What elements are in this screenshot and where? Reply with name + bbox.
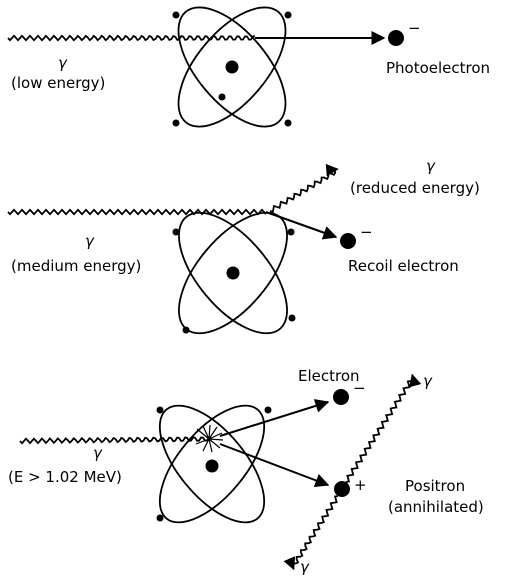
- scattered-gamma-symbol: γ: [426, 157, 436, 175]
- orbital-electron: [183, 327, 190, 334]
- gamma-symbol: γ: [58, 54, 68, 72]
- scattered-gamma-wave: [270, 169, 338, 212]
- photoelectron-label: Photoelectron: [386, 59, 490, 77]
- recoil-electron-charge: −: [360, 223, 373, 241]
- incident-energy-label: (low energy): [11, 74, 105, 92]
- incident-energy-label: (E > 1.02 MeV): [8, 468, 122, 486]
- orbital-electron: [157, 515, 164, 522]
- positron-label: Positron: [405, 477, 465, 495]
- atom-1: [159, 0, 305, 145]
- photoelectron-charge: −: [408, 19, 421, 37]
- incident-gamma-wave: [8, 210, 266, 214]
- orbital-electron: [173, 120, 180, 127]
- pair-electron: [333, 389, 349, 405]
- positron-annihilated-label: (annihilated): [388, 498, 484, 516]
- gamma-symbol: γ: [93, 444, 103, 462]
- positron-path-arrow: [220, 444, 328, 485]
- orbital-electron: [285, 12, 292, 19]
- photoelectron: [388, 30, 404, 46]
- recoil-electron-label: Recoil electron: [348, 257, 459, 275]
- panel-pair-production: − + γ (E > 1.02 MeV) Electron γ γ Positr…: [8, 367, 484, 576]
- orbital-electron: [288, 229, 295, 236]
- orbital-electron: [219, 94, 226, 101]
- gamma-symbol: γ: [85, 232, 95, 250]
- annihilation-gamma-up-symbol: γ: [423, 372, 433, 390]
- nucleus: [206, 460, 219, 473]
- nucleus: [226, 61, 239, 74]
- scattered-energy-label: (reduced energy): [350, 179, 480, 197]
- annihilation-gamma-down-symbol: γ: [300, 558, 310, 576]
- orbital-electron: [265, 407, 272, 414]
- recoil-electron: [340, 233, 356, 249]
- incident-energy-label: (medium energy): [11, 257, 141, 275]
- incident-gamma-wave: [8, 36, 255, 40]
- panel-compton: − γ (medium energy) γ (reduced energy) R…: [8, 157, 480, 351]
- orbital-electron: [173, 12, 180, 19]
- orbital-electron: [289, 315, 296, 322]
- panel-photoelectric: − γ (low energy) Photoelectron: [8, 0, 490, 145]
- orbital-electron: [173, 229, 180, 236]
- atom-3: [141, 388, 283, 539]
- positron: [334, 481, 350, 497]
- electron-label: Electron: [298, 367, 360, 385]
- recoil-electron-path-arrow: [266, 212, 336, 237]
- orbital-electron: [157, 407, 164, 414]
- nucleus: [227, 267, 240, 280]
- positron-charge: +: [354, 476, 367, 494]
- orbital-electron: [285, 120, 292, 127]
- incident-gamma-wave: [20, 437, 209, 443]
